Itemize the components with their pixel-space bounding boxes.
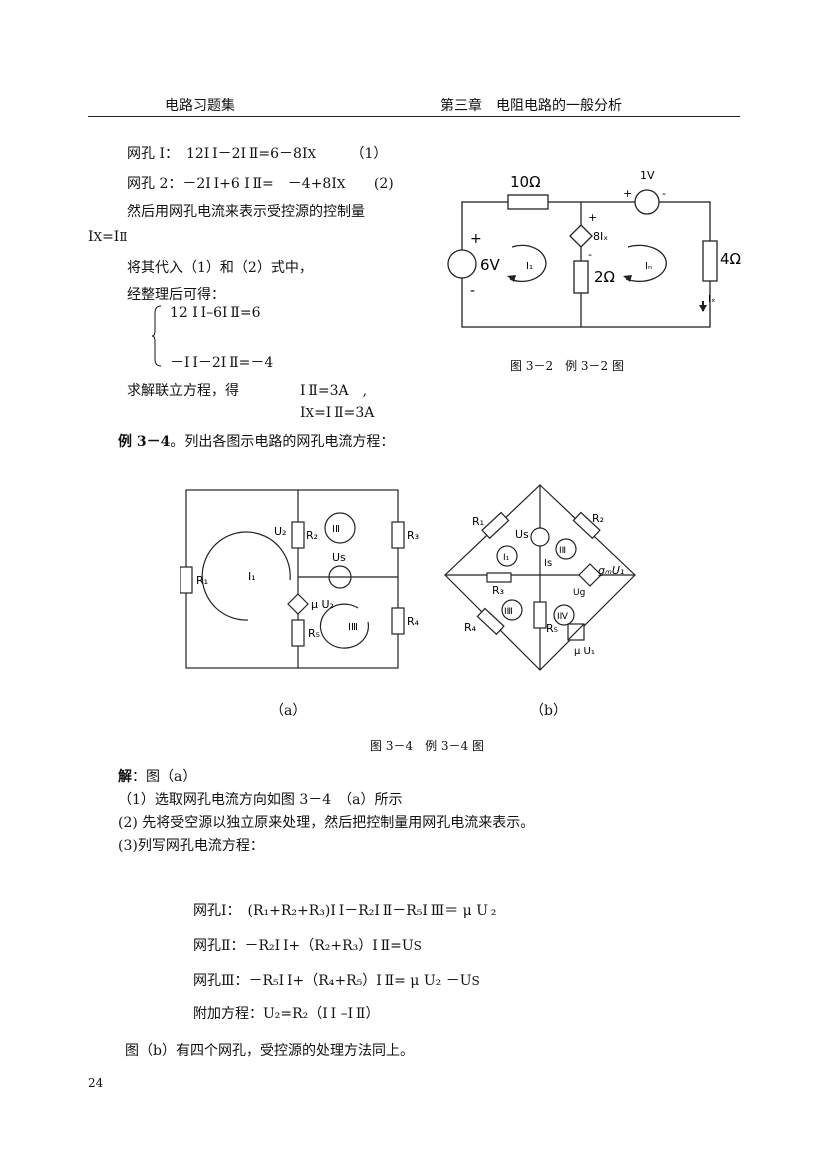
- figure-3-4b: R₁ R₂ R₃ R₄ R₅ Us Is gₘU₁ Ug μ U₁ I₁ IⅡ …: [444, 484, 636, 671]
- svg-text:-: -: [588, 248, 592, 261]
- a-dependent-source: [287, 593, 309, 615]
- svg-text:+: +: [623, 187, 632, 200]
- svg-text:R₃: R₃: [492, 584, 504, 597]
- text-ix: IX=IⅡ: [88, 229, 128, 245]
- b-resistor-r5: [533, 601, 547, 629]
- resistor-10ohm: [507, 194, 549, 210]
- b-resistor-r4: [476, 607, 505, 636]
- svg-text:IⅡ: IⅡ: [559, 546, 566, 556]
- svg-text:R₂: R₂: [592, 512, 604, 525]
- voltage-source-6v: [447, 249, 477, 279]
- svg-text:R₅: R₅: [546, 622, 558, 635]
- svg-text:6V: 6V: [480, 256, 501, 274]
- svg-text:I₁: I₁: [503, 553, 510, 563]
- svg-text:-: -: [470, 283, 475, 299]
- mesh-eq-2: 网孔Ⅱ：－R₂I Ⅰ+（R₂+R₃）I Ⅱ=US: [193, 938, 422, 954]
- a-resistor-r2: [291, 521, 305, 549]
- solution-step-2: (2) 先将受空源以独立原来处理，然后把控制量用网孔电流来表示。: [118, 815, 535, 831]
- svg-text:IⅢ: IⅢ: [504, 607, 513, 617]
- system-eq-2: －I Ⅰ－2I Ⅱ=－4: [170, 355, 274, 371]
- svg-text:U₂: U₂: [274, 525, 286, 538]
- svg-text:10Ω: 10Ω: [510, 173, 541, 191]
- resistor-2ohm: [573, 260, 589, 294]
- page-number: 24: [88, 1076, 104, 1090]
- b-dependent-source-gm: [578, 563, 602, 587]
- svg-text:I₁: I₁: [526, 261, 533, 272]
- mesh-eq-1: 网孔Ⅰ： (R₁+R₂+R₃)I Ⅰ－R₂I Ⅱ－R₅I Ⅲ＝ μ U ₂: [193, 903, 497, 919]
- svg-text:+: +: [588, 211, 597, 224]
- a-resistor-r4: [391, 607, 405, 635]
- mesh-eq-3: 网孔Ⅲ：－R₅I Ⅰ+（R₄+R₅）I Ⅱ= μ U₂ －US: [193, 973, 480, 989]
- svg-text:R₅: R₅: [308, 627, 320, 640]
- a-resistor-r1: [180, 566, 193, 594]
- svg-text:R₄: R₄: [407, 615, 420, 628]
- svg-text:IⅢ: IⅢ: [348, 622, 358, 633]
- solution-step-3: (3)列写网孔电流方程：: [118, 838, 264, 854]
- a-resistor-r5: [291, 619, 305, 647]
- b-resistor-r3: [486, 572, 512, 583]
- svg-text:Is: Is: [544, 558, 552, 569]
- svg-text:R₃: R₃: [407, 529, 419, 542]
- figure-3-4a: R₁ R₂ U₂ R₃ R₄ R₅ Us μ U₂ I₁ IⅡ IⅢ: [180, 489, 420, 669]
- b-resistor-r1: [481, 511, 510, 540]
- figure-3-2-caption: 图 3－2 例 3－2 图: [510, 359, 624, 373]
- svg-text:IⅣ: IⅣ: [557, 612, 569, 622]
- header-rule: [88, 116, 740, 117]
- svg-text:μ U₂: μ U₂: [311, 598, 334, 611]
- resistor-4ohm: [702, 240, 718, 282]
- dependent-source-8ix: [569, 224, 593, 248]
- figure-3-4a-label: （a）: [270, 703, 307, 719]
- mesh2-eq: 网孔 2：－2I Ⅰ+6 I Ⅱ= －4+8IX (2): [127, 176, 394, 192]
- system-eq-1: 12 I Ⅰ–6I Ⅱ=6: [170, 305, 261, 321]
- svg-text:R₁: R₁: [472, 515, 484, 528]
- text-figure-b: 图（b）有四个网孔，受控源的处理方法同上。: [125, 1043, 414, 1059]
- svg-text:Iₙ: Iₙ: [645, 261, 652, 272]
- header-right: 第三章 电阻电路的一般分析: [440, 98, 622, 114]
- figure-3-4b-label: （b）: [530, 703, 567, 719]
- header-left: 电路习题集: [165, 98, 235, 114]
- text-solve: 求解联立方程，得: [127, 383, 239, 399]
- svg-text:1V: 1V: [640, 169, 655, 182]
- svg-text:Ug: Ug: [573, 588, 585, 598]
- example-3-4-heading: 例 3－4。列出各图示电路的网孔电流方程：: [118, 434, 395, 450]
- svg-text:μ U₁: μ U₁: [574, 646, 595, 657]
- svg-text:R₄: R₄: [464, 621, 477, 634]
- a-resistor-r3: [391, 521, 405, 549]
- b-voltage-source-us: [530, 527, 550, 547]
- svg-text:-: -: [662, 187, 666, 200]
- solution-step-1: （1）选取网孔电流方向如图 3－4 （a）所示: [118, 792, 403, 808]
- text-result: 经整理后可得：: [127, 287, 225, 303]
- auxiliary-eq: 附加方程：U₂=R₂（I Ⅰ –I Ⅱ）: [193, 1006, 380, 1022]
- svg-text:+: +: [470, 231, 482, 247]
- svg-text:Us: Us: [515, 528, 529, 541]
- figure-3-4-caption: 图 3－4 例 3－4 图: [370, 739, 484, 753]
- svg-text:I₁: I₁: [248, 570, 256, 583]
- solution-heading: 解：图（a）: [118, 769, 197, 785]
- figure-3-2: 10Ω 1V + - + - 6V + - 8Iₓ 2Ω 4Ω Iₓ I₁ Iₙ: [447, 169, 741, 328]
- b-resistor-r2: [572, 511, 601, 540]
- solution-i2: I Ⅱ=3A ,: [300, 383, 368, 399]
- voltage-source-1v: [634, 189, 660, 215]
- equation-brace: [152, 305, 162, 367]
- svg-text:R₂: R₂: [306, 529, 318, 542]
- svg-text:4Ω: 4Ω: [720, 250, 741, 268]
- mesh1-eq: 网孔 I： 12I Ⅰ－2I Ⅱ=6－8IX （1）: [127, 146, 388, 162]
- svg-text:Us: Us: [332, 551, 346, 564]
- svg-text:Iₓ: Iₓ: [708, 294, 715, 305]
- solution-ix: IX=I Ⅱ=3A: [300, 405, 375, 421]
- svg-text:gₘU₁: gₘU₁: [598, 564, 624, 577]
- text-substitute: 将其代入（1）和（2）式中，: [127, 260, 313, 276]
- svg-text:2Ω: 2Ω: [594, 268, 615, 286]
- text-control: 然后用网孔电流来表示受控源的控制量: [127, 204, 365, 220]
- svg-text:8Iₓ: 8Iₓ: [593, 230, 608, 243]
- svg-text:IⅡ: IⅡ: [332, 524, 340, 535]
